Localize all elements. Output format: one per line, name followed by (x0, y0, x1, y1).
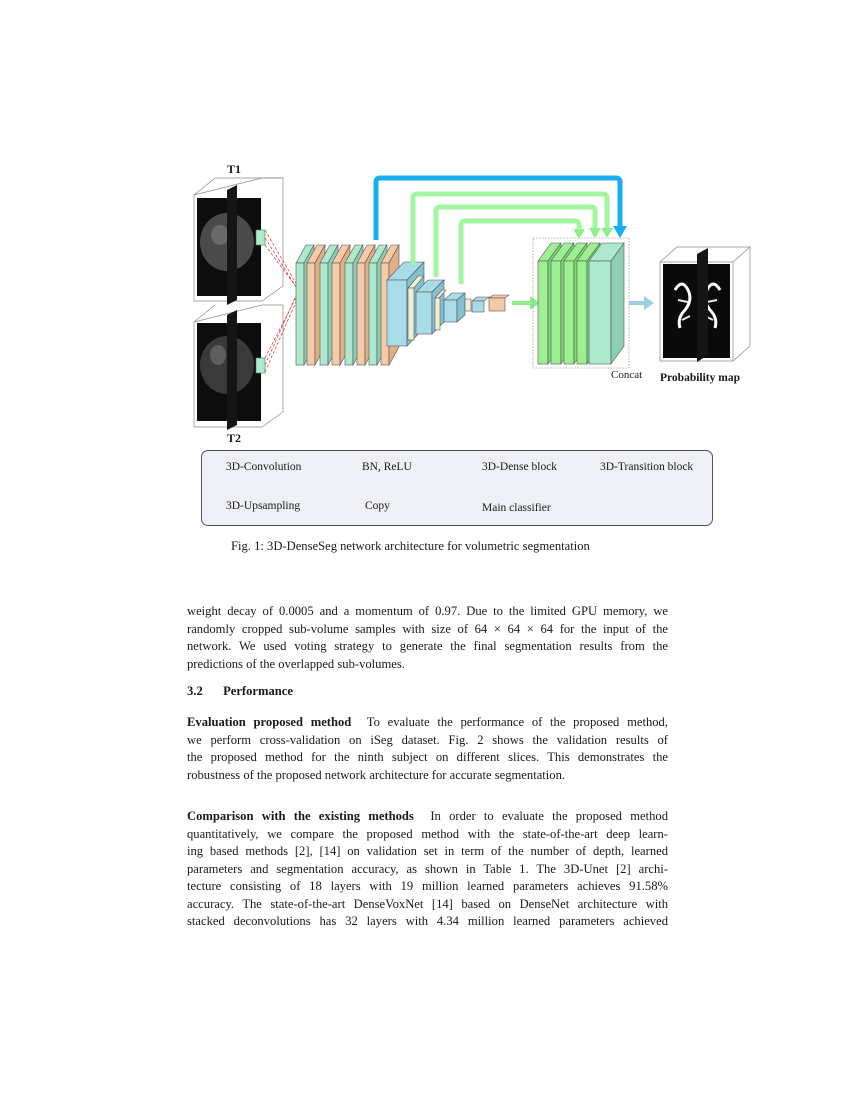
paragraph-training-details: weight decay of 0.0005 and a momentum of… (187, 603, 668, 673)
text-line: ing based methods [2], [14] on validatio… (187, 843, 668, 861)
decoder-slabs (538, 243, 624, 364)
legend-classifier-label: Main classifier (482, 502, 551, 514)
paragraph-comparison: Comparison with the existing methods In … (187, 808, 668, 931)
text-line: predictions of the overlapped sub-volume… (187, 656, 668, 674)
section-title: Performance (223, 684, 293, 698)
text-fragment: In order to evaluate the proposed method (430, 809, 668, 823)
t1-label: T1 (227, 162, 241, 177)
legend-copy-label: Copy (365, 500, 390, 512)
architecture-figure: T1 T2 Concat Probability map 3D-Convolut… (180, 150, 760, 560)
legend-transition-label: 3D-Transition block (600, 461, 693, 473)
text-line: we perform cross-validation on iSeg data… (187, 732, 668, 750)
probability-map-volume (660, 247, 750, 362)
runin-heading: Evaluation proposed method (187, 715, 351, 729)
encoder-layers (296, 245, 509, 365)
runin-heading: Comparison with the existing methods (187, 809, 414, 823)
transition-block-3 (465, 299, 471, 311)
t2-input-volume (194, 305, 283, 430)
probability-map-label: Probability map (660, 372, 740, 384)
text-fragment: To evaluate the performance of the propo… (367, 715, 668, 729)
text-line: quantitatively, we compare the proposed … (187, 826, 668, 844)
text-line: Evaluation proposed method To evaluate t… (187, 714, 668, 732)
legend-dense-label: 3D-Dense block (482, 461, 557, 473)
bottleneck-bn (489, 295, 509, 311)
text-line: accuracy. The state-of-the-art DenseVoxN… (187, 896, 668, 914)
paragraph-evaluation: Evaluation proposed method To evaluate t… (187, 714, 668, 784)
text-line: parameters and segmentation accuracy, as… (187, 861, 668, 879)
text-line: the proposed method for the ninth subjec… (187, 749, 668, 767)
text-line: Comparison with the existing methods In … (187, 808, 668, 826)
legend-upsampling-label: 3D-Upsampling (226, 500, 300, 512)
text-line: weight decay of 0.0005 and a momentum of… (187, 603, 668, 621)
text-line: network. We used voting strategy to gene… (187, 638, 668, 656)
section-number: 3.2 (187, 684, 203, 698)
text-line: stacked deconvolutions has 32 layers wit… (187, 913, 668, 931)
legend-conv-label: 3D-Convolution (226, 461, 301, 473)
legend: 3D-Convolution BN, ReLU 3D-Dense block 3… (201, 450, 713, 526)
section-heading: 3.2 Performance (187, 684, 293, 699)
text-line: randomly cropped sub-volume samples with… (187, 621, 668, 639)
figure-caption: Fig. 1: 3D-DenseSeg network architecture… (231, 539, 590, 554)
dense-block-3 (444, 293, 465, 322)
t2-label: T2 (227, 431, 241, 446)
concat-label: Concat (611, 369, 642, 381)
text-line: robustness of the proposed network archi… (187, 767, 668, 785)
t1-input-volume (194, 178, 283, 305)
dense-block-4 (472, 297, 489, 312)
text-line: tecture consisting of 18 layers with 19 … (187, 878, 668, 896)
legend-bn-label: BN, ReLU (362, 461, 412, 473)
